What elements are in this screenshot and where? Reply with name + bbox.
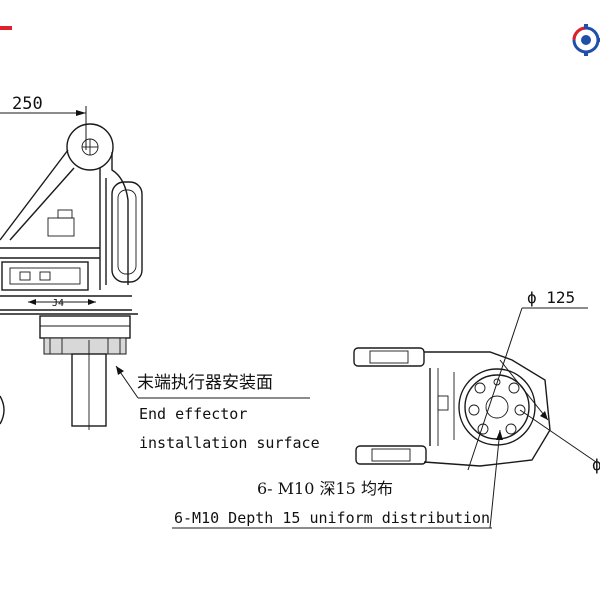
- leader-right-edge: [519, 409, 597, 463]
- j4-marker: J4: [28, 298, 96, 309]
- flange-face: [458, 368, 536, 446]
- j4-label: J4: [52, 298, 64, 309]
- thread-leader: [172, 429, 503, 529]
- end-effector-cn-label: 末端执行器安装面: [137, 373, 273, 393]
- dimension-250-text: 250: [12, 94, 43, 114]
- dimension-phi-125: ϕ 125: [467, 288, 588, 471]
- dimension-250: 250: [0, 94, 87, 150]
- wrist-arm-body: [0, 149, 143, 311]
- pivot-joint: [66, 123, 114, 171]
- left-edge-arc: [0, 395, 5, 425]
- thread-en-label: 6-M10 Depth 15 uniform distribution: [174, 509, 490, 527]
- end-effector-en-line1: End effector: [139, 405, 247, 423]
- red-accent-mark: [0, 26, 12, 30]
- thread-cn-label: 6- M10 深15 均布: [257, 479, 393, 498]
- flange-assembly: [0, 313, 138, 430]
- end-effector-en-line2: installation surface: [139, 434, 320, 452]
- end-view-body: [353, 347, 551, 467]
- right-edge-char: ϕ: [592, 455, 600, 474]
- company-logo-icon: [572, 24, 600, 56]
- dimension-phi-125-text: ϕ 125: [527, 288, 575, 307]
